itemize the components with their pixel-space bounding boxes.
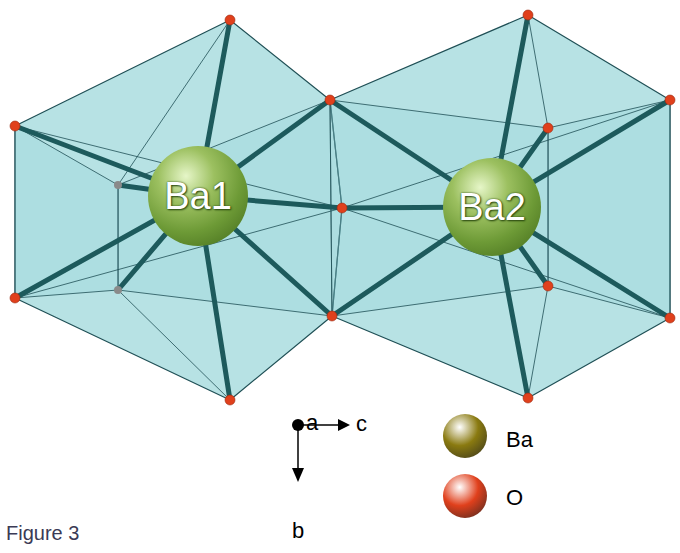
ba1-polyhedron — [15, 20, 342, 400]
oxygen-atoms — [10, 10, 675, 405]
ba1-side-face — [15, 126, 118, 298]
axis-label: a — [306, 410, 318, 436]
atom-label: Ba2 — [458, 186, 526, 229]
legend-sphere — [443, 474, 487, 518]
barium-atom: Ba1 — [148, 146, 248, 246]
ba2-inner-face — [330, 100, 548, 316]
barium-atom: Ba2 — [443, 158, 541, 256]
axis-triad — [292, 419, 350, 482]
ba1-inner-face — [118, 100, 332, 316]
axis-label: b — [292, 518, 304, 544]
ba2-side-face — [548, 100, 670, 318]
ba2-polyhedron — [330, 15, 670, 398]
legend-text: O — [506, 485, 523, 511]
legend-sphere — [443, 414, 487, 458]
atom-label: Ba1 — [164, 175, 232, 218]
legend-text: Ba — [506, 427, 533, 453]
axis-label: c — [356, 411, 367, 437]
figure-caption: Figure 3 — [6, 522, 79, 545]
